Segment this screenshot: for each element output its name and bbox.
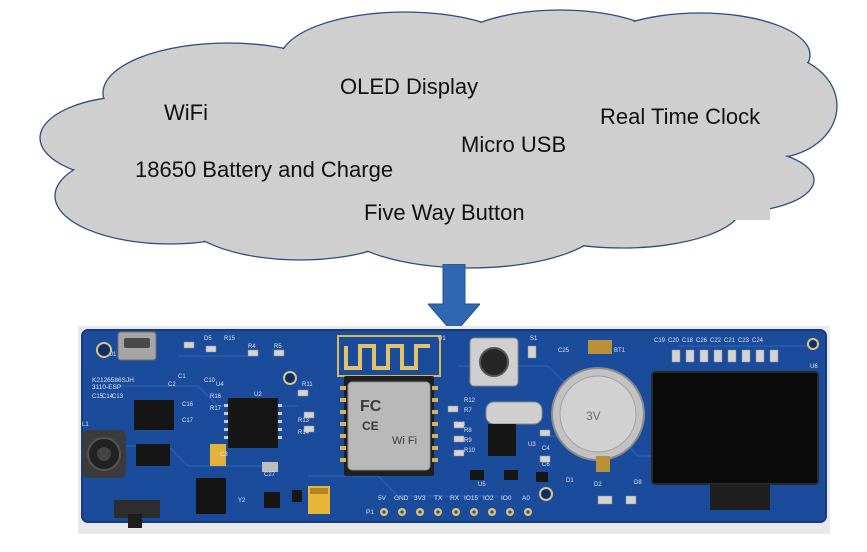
pin-label-rx: RX	[450, 495, 460, 502]
component-ref-label: J1	[110, 352, 117, 358]
component-ref-label: L1	[82, 422, 89, 428]
feature-label-button: Five Way Button	[364, 200, 525, 225]
feature-label-oled: OLED Display	[340, 74, 479, 99]
board-model-line1: K2126586SJH	[92, 377, 134, 384]
component-ref-label: S1	[530, 336, 538, 342]
component-ref-label: BT1	[614, 348, 626, 354]
component-ref-label: C19	[654, 338, 666, 344]
component-ref-label: C18	[682, 338, 694, 344]
component-ref-label: C6	[542, 462, 550, 468]
component-ref-label: U4	[216, 382, 224, 388]
pin-label-gnd: GND	[394, 495, 409, 502]
feature-label-battery: 18650 Battery and Charge	[135, 157, 394, 182]
down-arrow-icon	[428, 264, 480, 334]
feature-label-usb: Micro USB	[461, 132, 567, 157]
component-ref-label: C14	[102, 394, 114, 400]
component-ref-label: R12	[464, 398, 476, 404]
chip-mark-wifi: Wi Fi	[392, 435, 417, 447]
component-ref-label: C13	[112, 394, 124, 400]
component-ref-label: C24	[752, 338, 764, 344]
feature-label-wifi: WiFi	[164, 100, 208, 125]
component-ref-label: R17	[210, 406, 222, 412]
component-ref-label: R7	[464, 408, 472, 414]
component-ref-label: C27	[264, 472, 276, 478]
component-ref-label: C1	[178, 374, 186, 380]
component-ref-label: C17	[182, 418, 194, 424]
component-ref-label: C3	[220, 452, 228, 458]
component-ref-label: C10	[204, 378, 216, 384]
component-ref-label: D1	[566, 478, 574, 484]
component-ref-label: C16	[182, 402, 194, 408]
component-ref-label: R16	[210, 394, 222, 400]
pin-label-io0: IO0	[501, 495, 512, 502]
pin-label-a0: A0	[522, 495, 530, 502]
component-ref-label: R10	[464, 448, 476, 454]
pin-label-5v: 5V	[378, 495, 387, 502]
component-ref-label: C25	[558, 348, 570, 354]
pin-label-io15: IO15	[464, 495, 478, 502]
component-ref-label: R8	[464, 428, 472, 434]
component-ref-label: C21	[724, 338, 736, 344]
pcb-board: FC CE Wi Fi 3V	[78, 326, 830, 534]
feature-label-rtc: Real Time Clock	[600, 104, 761, 129]
coin-cell-label: 3V	[586, 409, 601, 423]
component-ref-label: R14	[298, 430, 310, 436]
pin-label-io2: IO2	[483, 495, 494, 502]
component-ref-label: U2	[254, 392, 262, 398]
chip-mark-fc: FC	[360, 398, 382, 415]
component-ref-label: U5	[478, 482, 486, 488]
board-model-line2: 3110-ESP	[92, 384, 121, 391]
component-ref-label: C26	[696, 338, 708, 344]
component-ref-label: R13	[298, 418, 310, 424]
chip-mark-ce: CE	[362, 419, 379, 433]
pin-label-tx: TX	[434, 495, 443, 502]
component-ref-label: C23	[738, 338, 750, 344]
component-ref-label: U3	[528, 442, 536, 448]
component-ref-label: R4	[248, 344, 256, 350]
component-ref-label: C4	[542, 446, 550, 452]
component-ref-label: R11	[302, 382, 313, 388]
component-ref-label: C22	[710, 338, 722, 344]
component-ref-label: C15	[92, 394, 104, 400]
component-ref-label: C20	[668, 338, 680, 344]
component-ref-label: R15	[224, 336, 236, 342]
component-ref-label: D5	[204, 336, 212, 342]
header-label: P1	[366, 509, 374, 516]
pin-label-3v3: 3V3	[414, 495, 426, 502]
component-ref-label: Y2	[238, 498, 246, 504]
component-ref-label: C18	[454, 422, 466, 428]
component-ref-label: U6	[810, 364, 818, 370]
component-ref-label: D2	[594, 482, 602, 488]
feature-cloud	[39, 9, 838, 269]
component-ref-label: R9	[464, 438, 472, 444]
component-ref-label: R5	[274, 344, 282, 350]
component-ref-label: D8	[634, 480, 642, 486]
component-ref-label: C2	[168, 382, 176, 388]
component-ref-label: U1	[438, 336, 446, 342]
